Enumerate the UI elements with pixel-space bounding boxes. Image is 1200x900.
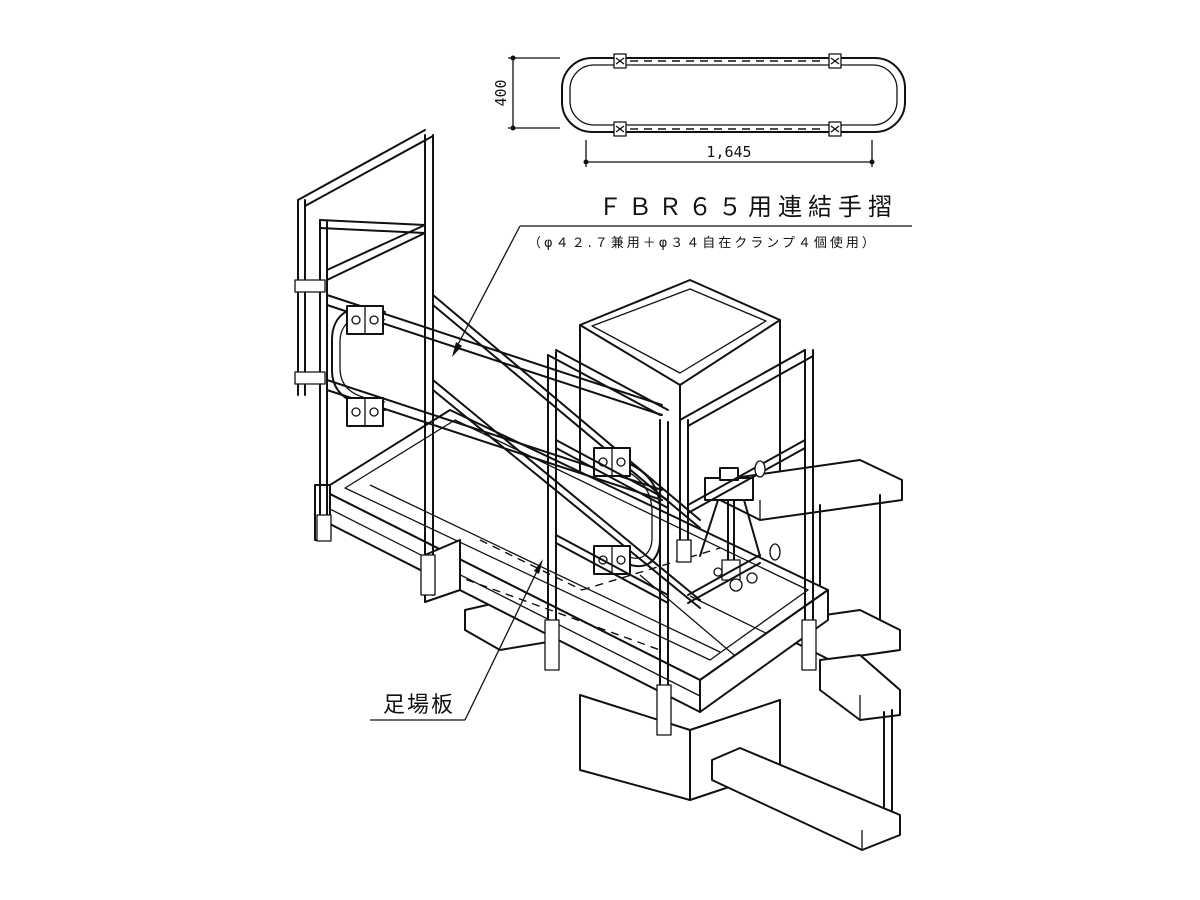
width-dimension-label: 1,645 — [706, 143, 751, 161]
clamp-icon — [346, 305, 384, 335]
clamp-icon — [346, 397, 384, 427]
clamp-icon — [828, 121, 842, 137]
scaffold-board-callout: 足場板 — [370, 559, 543, 721]
height-dimension-label: 400 — [492, 79, 510, 106]
clamp-icon — [828, 53, 842, 69]
connecting-handrail-left — [331, 305, 386, 427]
end-railing-right — [544, 349, 817, 736]
handrail-title: ＦＢＲ６５用連結手摺 — [598, 193, 898, 221]
handrail-spec: （φ４２.７兼用＋φ３４自在クランプ４個使用） — [528, 235, 878, 251]
steel-beam — [464, 459, 903, 851]
scaffold-board-label: 足場板 — [383, 693, 455, 718]
clamp-icon — [593, 545, 631, 575]
clamp-icon — [613, 53, 627, 69]
handrail-plan-detail: 400 1,645 — [492, 53, 906, 167]
clamp-icon — [613, 121, 627, 137]
end-railing-left — [294, 129, 436, 596]
handrail-callout: ＦＢＲ６５用連結手摺 （φ４２.７兼用＋φ３４自在クランプ４個使用） — [452, 193, 912, 357]
